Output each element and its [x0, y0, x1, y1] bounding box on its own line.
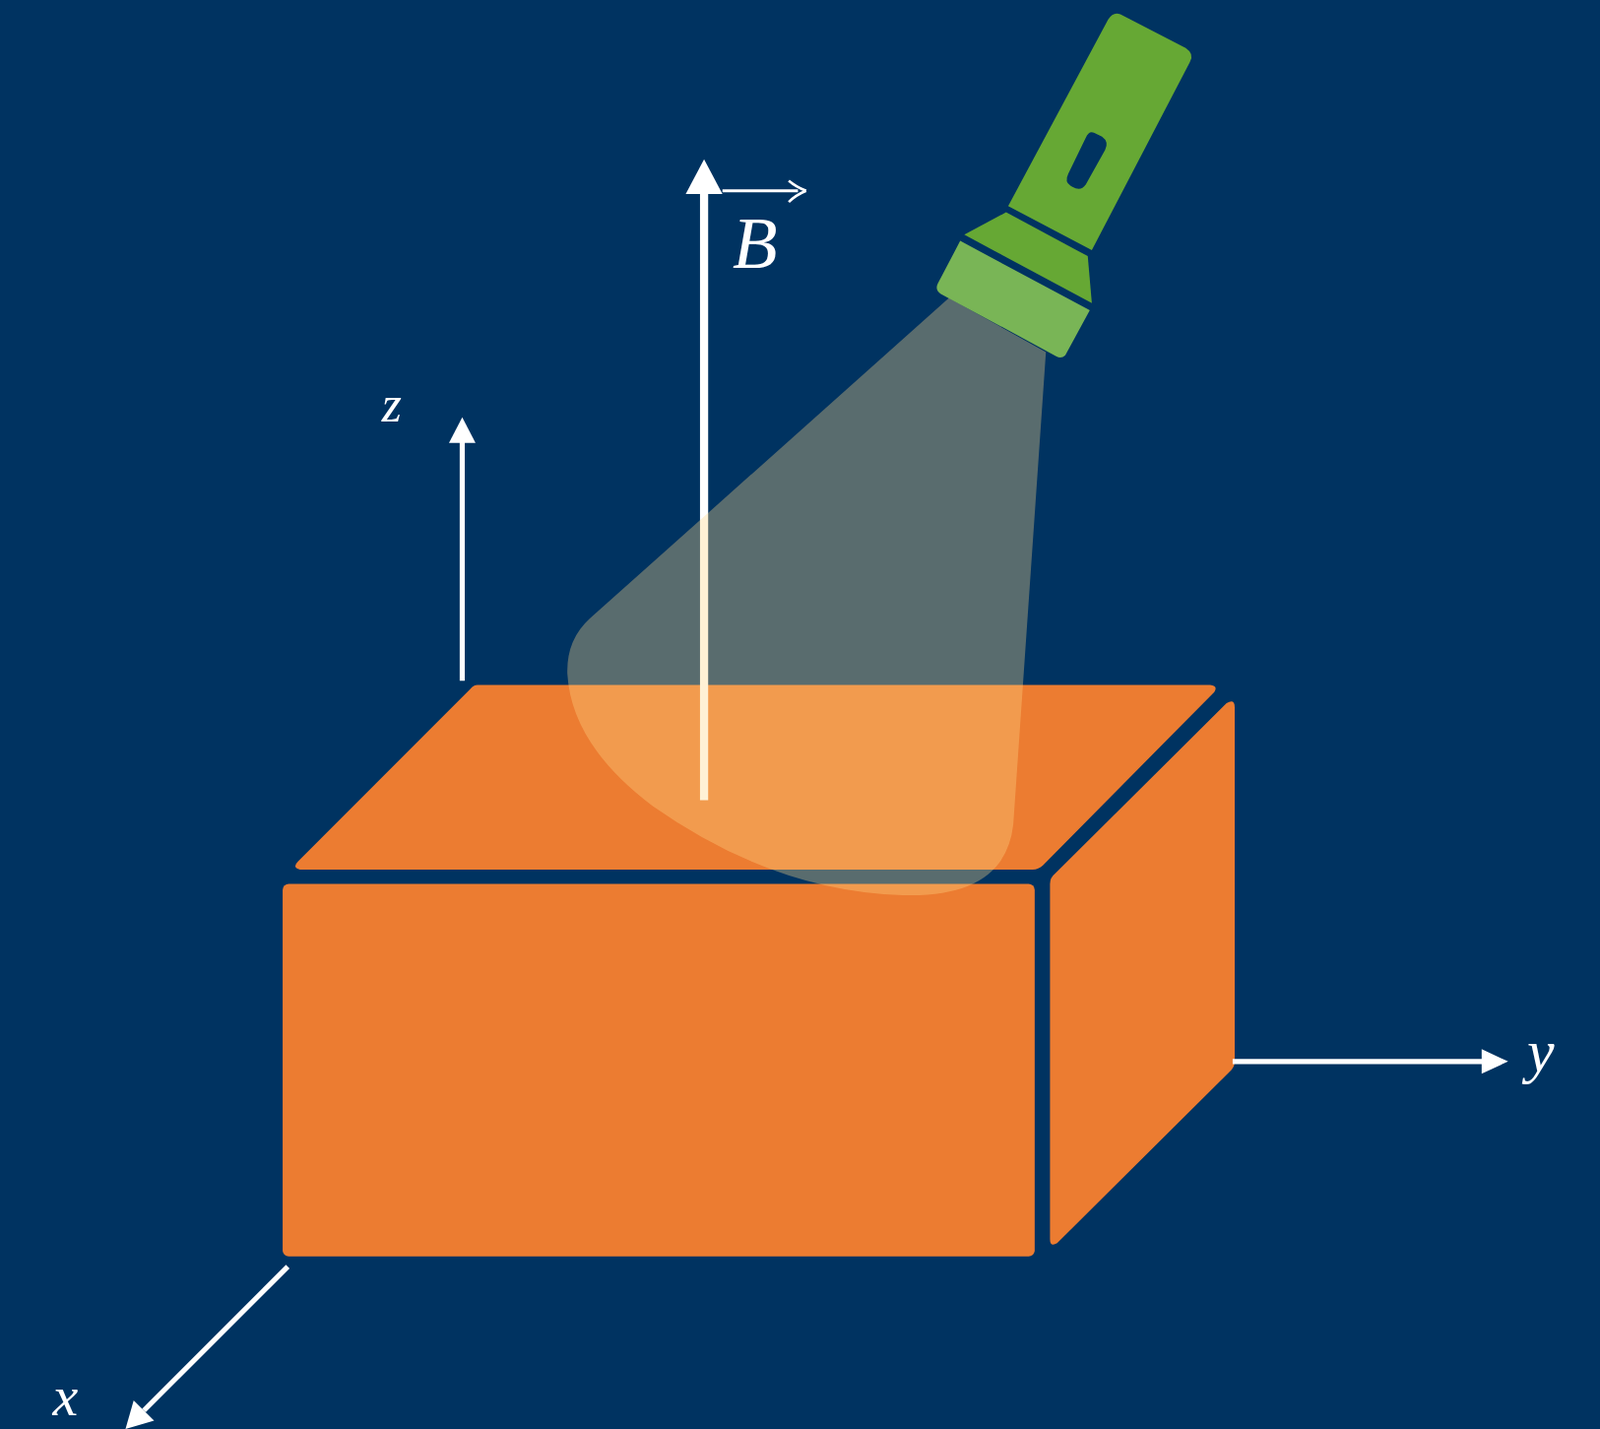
axis-label: x — [52, 1367, 78, 1425]
y-axis — [1232, 1058, 1485, 1064]
axis-label: y — [1527, 1020, 1555, 1082]
light-beam — [567, 298, 1046, 896]
z-axis-head — [448, 417, 476, 444]
vector-label: B — [732, 205, 778, 280]
vector-symbol-arrow-head — [788, 180, 807, 202]
flashlight-switch — [1066, 131, 1106, 190]
box-front-face — [282, 883, 1035, 1256]
box-side-face — [1049, 701, 1235, 1244]
b-field-vector-head — [685, 159, 722, 194]
x-axis-head — [125, 1400, 154, 1429]
vector-symbol-arrow — [722, 189, 799, 192]
flashlight-head — [936, 241, 1089, 358]
z-axis — [459, 441, 465, 682]
x-axis — [143, 1266, 288, 1410]
y-axis-head — [1481, 1048, 1509, 1074]
flashlight-body — [1008, 13, 1192, 251]
axis-label: z — [382, 378, 402, 430]
